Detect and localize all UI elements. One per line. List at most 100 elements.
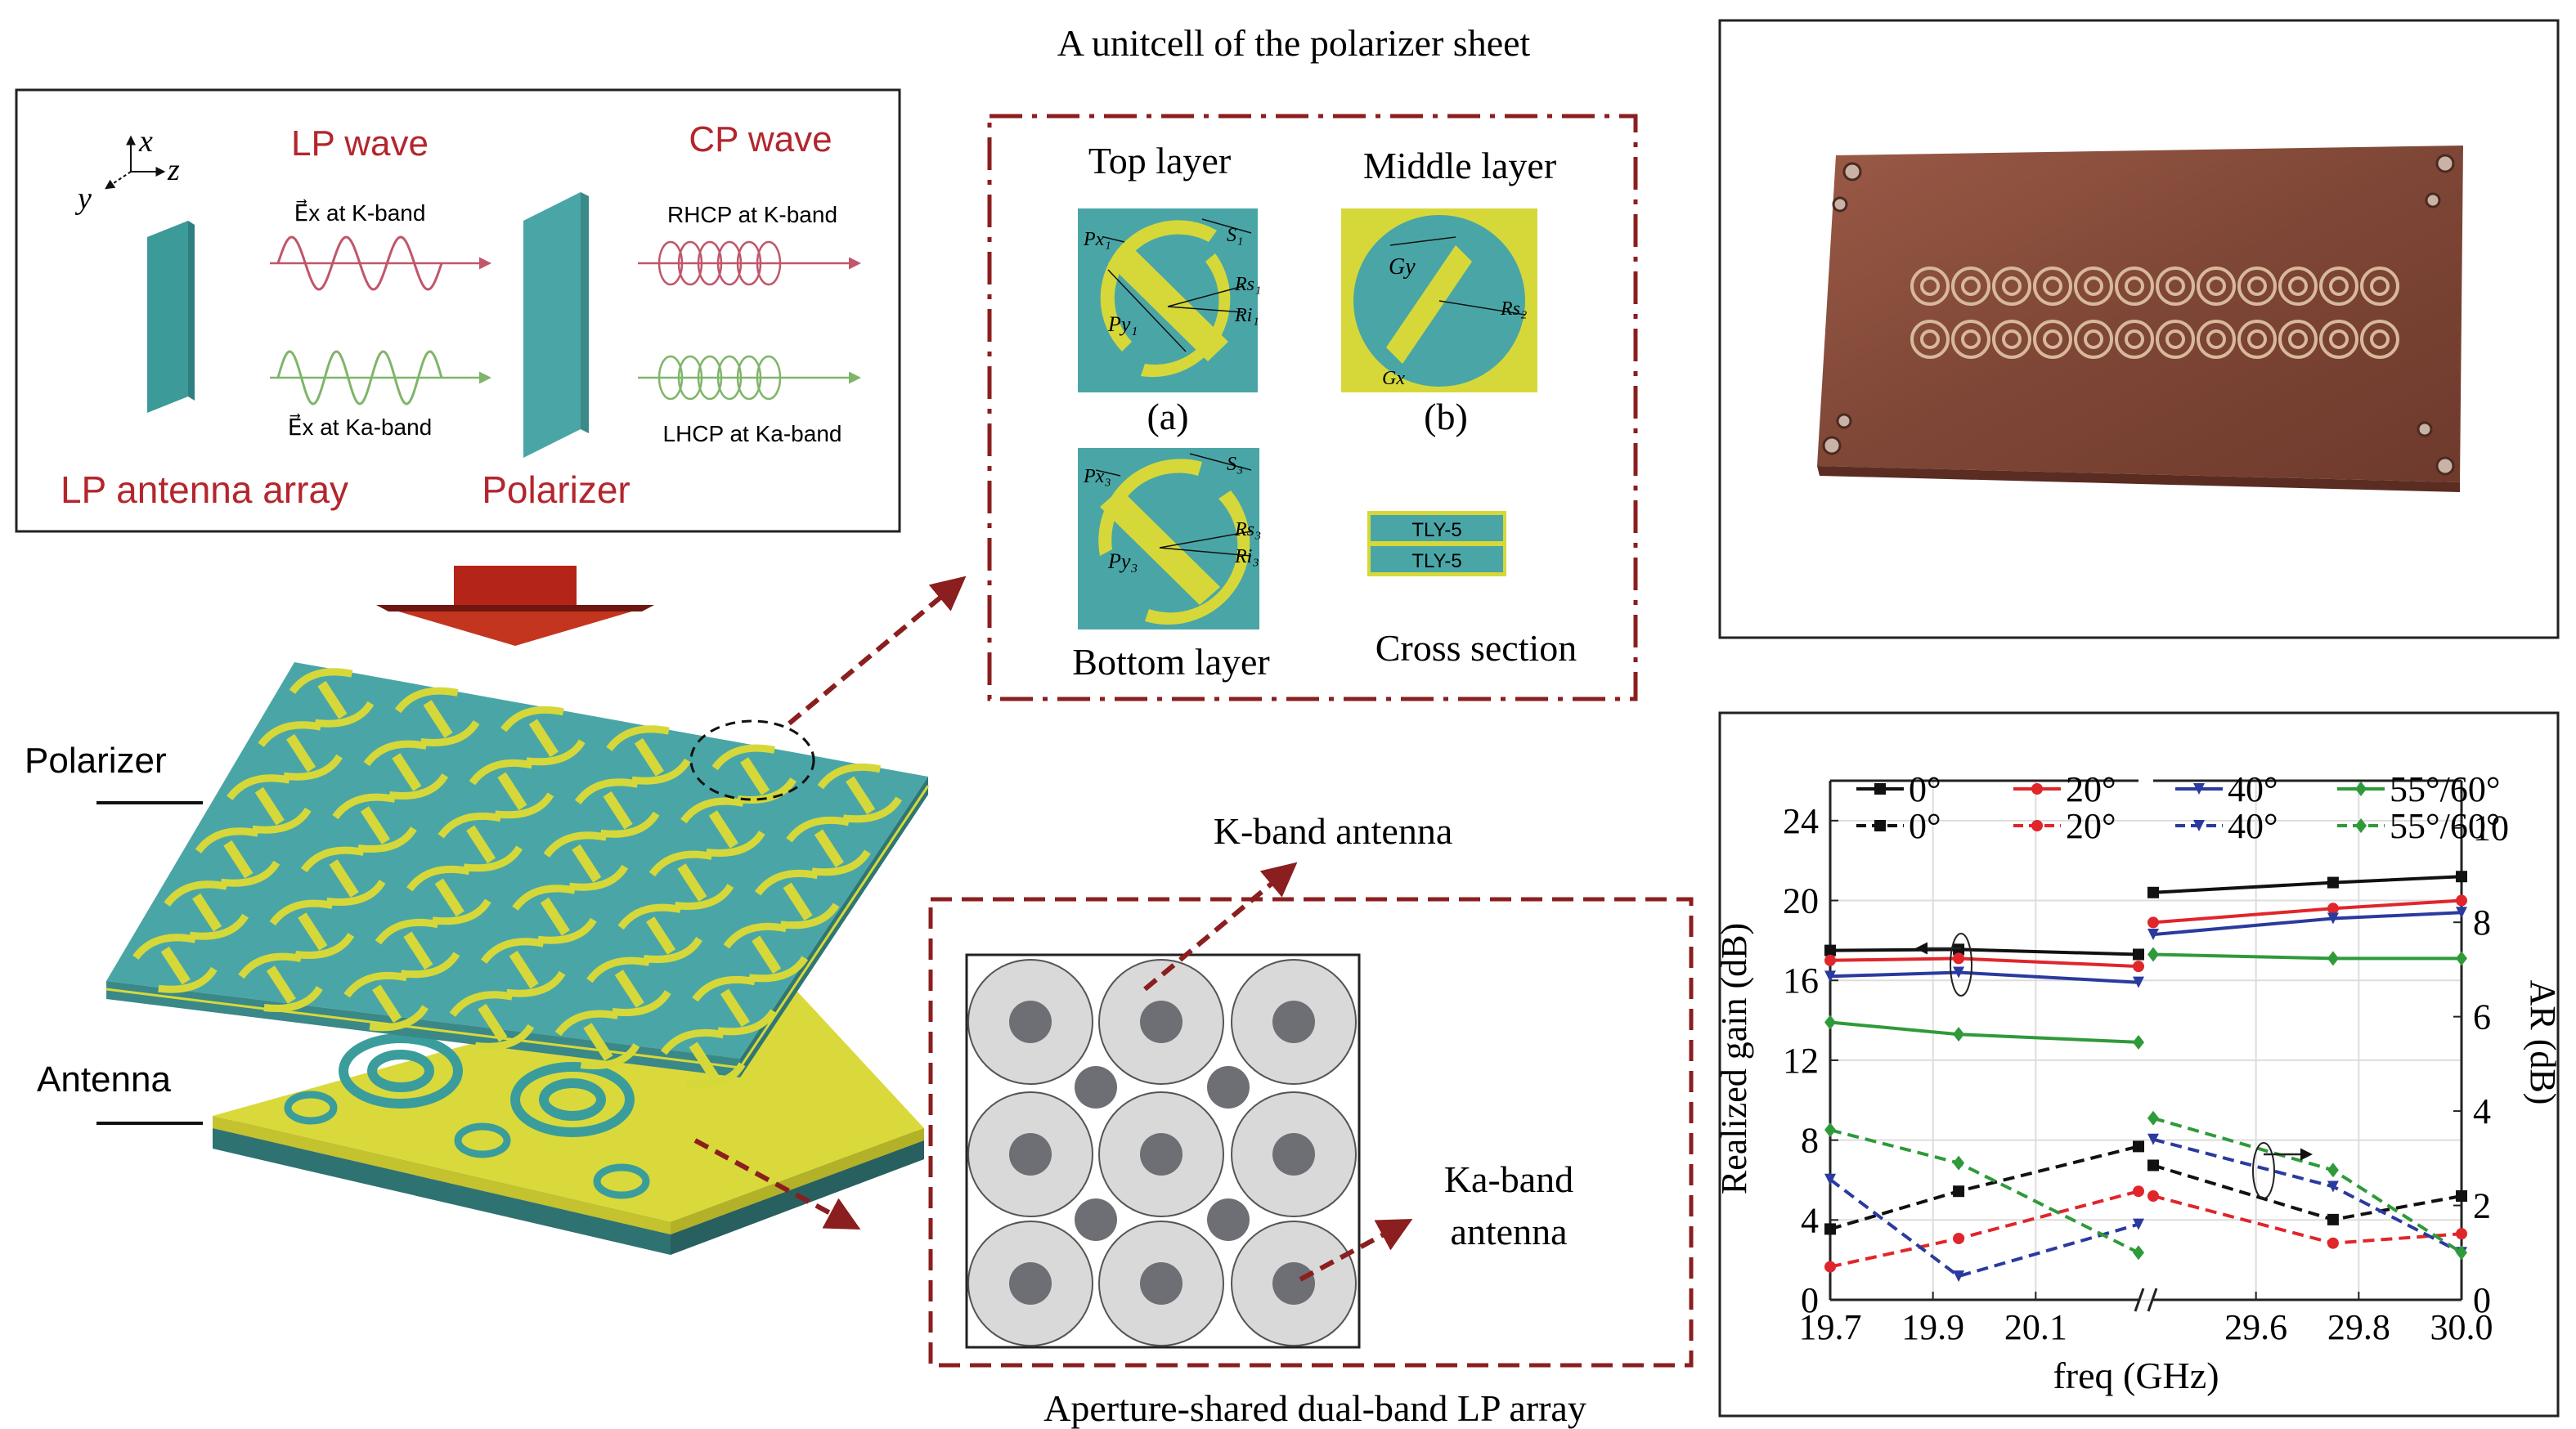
pcb-ring-pattern: [1910, 267, 2399, 359]
data-point: [1874, 820, 1886, 831]
assembly-down-arrow: [376, 566, 654, 646]
data-point: [2355, 818, 2367, 833]
data-point: [2327, 951, 2339, 966]
cross-section-label: Cross section: [1376, 627, 1577, 669]
polarizer-cell: [469, 759, 554, 819]
y-left-tick-label: 4: [1801, 1200, 1819, 1240]
top-layer-cell: Px₁ S₁ Py₁ Rs₁ Ri₁: [1078, 208, 1261, 392]
polarizer-unitcell-grid: [132, 668, 903, 1089]
data-point: [1824, 954, 1836, 966]
propagation-panel: x z y LP wave CP wave E⃗x at K-band E⃗x …: [15, 88, 901, 533]
polarizer-cell: [343, 971, 429, 1032]
arrow-to-array: [693, 1138, 861, 1230]
ka-band-element: [1207, 1198, 1250, 1241]
k-band-ring: [339, 1033, 463, 1109]
lp-wave-title: LP wave: [291, 123, 429, 164]
y-right-tick-label: 0: [2473, 1280, 2491, 1320]
data-point: [2327, 912, 2339, 925]
pcb-ring: [1910, 320, 1950, 359]
dim-gx: Gx: [1382, 368, 1405, 389]
element-core: [1009, 1001, 1052, 1043]
unitcell-highlight-circle: [689, 719, 815, 801]
cp-wave-title: CP wave: [689, 119, 832, 159]
y-left-tick-label: 20: [1783, 881, 1819, 921]
y-right-tick-label: 2: [2473, 1186, 2491, 1226]
pcb-ring-inner: [1920, 276, 1940, 296]
coordinate-axes-icon: x z y: [74, 124, 180, 216]
polarizer-cell: [660, 1028, 746, 1089]
pcb-ring: [1992, 267, 2031, 306]
chart-y-right-label: AR (dB): [2523, 980, 2563, 1105]
data-point: [1953, 1232, 1965, 1244]
data-point: [2327, 1162, 2339, 1178]
data-point: [2327, 1213, 2339, 1225]
dim-py3: Py₃: [1107, 549, 1138, 573]
pcb-ring-inner: [2043, 329, 2062, 349]
data-point: [2147, 1159, 2159, 1171]
x-tick-label: 19.9: [1901, 1307, 1964, 1347]
element-core: [1140, 1001, 1183, 1043]
data-point: [1953, 1155, 1965, 1171]
array-caption: Aperture-shared dual-band LP array: [1043, 1387, 1586, 1429]
data-point: [1953, 1185, 1965, 1198]
ar-series: [1824, 1185, 2467, 1273]
ka-band-element: [1207, 1066, 1250, 1109]
pcb-ring: [2197, 320, 2236, 359]
polarizer-cell: [480, 938, 566, 997]
dim-gy: Gy: [1389, 254, 1416, 280]
pcb-ring-inner: [1961, 329, 1981, 349]
dim-ri1: Ri₁: [1234, 305, 1259, 326]
data-point: [2456, 1245, 2467, 1261]
polarizer-cell: [394, 687, 480, 746]
element-core: [1140, 1262, 1183, 1305]
pcb-ring-inner: [1961, 276, 1981, 296]
lp-antenna-slab: [147, 221, 195, 413]
data-point: [2327, 903, 2339, 915]
bottom-layer-label: Bottom layer: [1072, 641, 1269, 683]
bottom-layer-cell: Px₃ S₃ Py₃ Rs₃ Ri₃: [1078, 448, 1261, 629]
legend-label: 55°/60°: [2390, 769, 2500, 809]
pcb-ring: [2033, 267, 2072, 306]
element-core: [1009, 1262, 1052, 1305]
gain-series: [1824, 907, 2467, 988]
rhcp-helix: [638, 240, 861, 286]
polarizer-cell: [617, 903, 702, 963]
y-left-tick-label: 24: [1783, 801, 1819, 841]
pcb-ring-inner: [2247, 276, 2267, 296]
data-point: [2456, 1190, 2467, 1202]
arrow-k-band: [1143, 862, 1298, 992]
pcb-ring-inner: [2043, 276, 2062, 296]
tly5-bottom: TLY-5: [1411, 550, 1461, 572]
stack-label-antenna: Antenna: [37, 1059, 171, 1100]
polarizer-cell: [500, 706, 586, 766]
data-point: [2456, 894, 2467, 907]
pcb-ring: [2237, 267, 2277, 306]
legend-label: 20°: [2066, 769, 2116, 809]
polarizer-slab: [523, 192, 589, 458]
polarizer-cell: [574, 778, 660, 838]
polarizer-cell: [406, 865, 491, 925]
polarizer-cell: [300, 846, 386, 906]
pcb-ring: [2156, 320, 2195, 359]
data-point: [2147, 916, 2159, 929]
legend-label: 40°: [2228, 806, 2278, 846]
polarizer-cell: [269, 899, 355, 959]
polarizer-cell: [648, 850, 734, 910]
element-core: [1272, 1133, 1315, 1176]
stacked-3d-view: Polarizer Antenna: [25, 662, 930, 1255]
data-point: [2355, 782, 2367, 796]
polarizer-cell: [289, 668, 375, 728]
data-point: [1824, 1015, 1836, 1030]
pcb-ring-inner: [2329, 276, 2349, 296]
data-point: [1953, 966, 1965, 979]
y-right-tick-label: 4: [2473, 1091, 2491, 1131]
pcb-ring-inner: [1920, 329, 1940, 349]
pcb-ring-inner: [2370, 329, 2390, 349]
pcb-ring-inner: [2247, 329, 2267, 349]
data-point: [2147, 1190, 2159, 1202]
label-a: (a): [1147, 396, 1188, 437]
y-left-tick-label: 8: [1801, 1121, 1819, 1161]
polarizer-cell: [238, 952, 323, 1012]
